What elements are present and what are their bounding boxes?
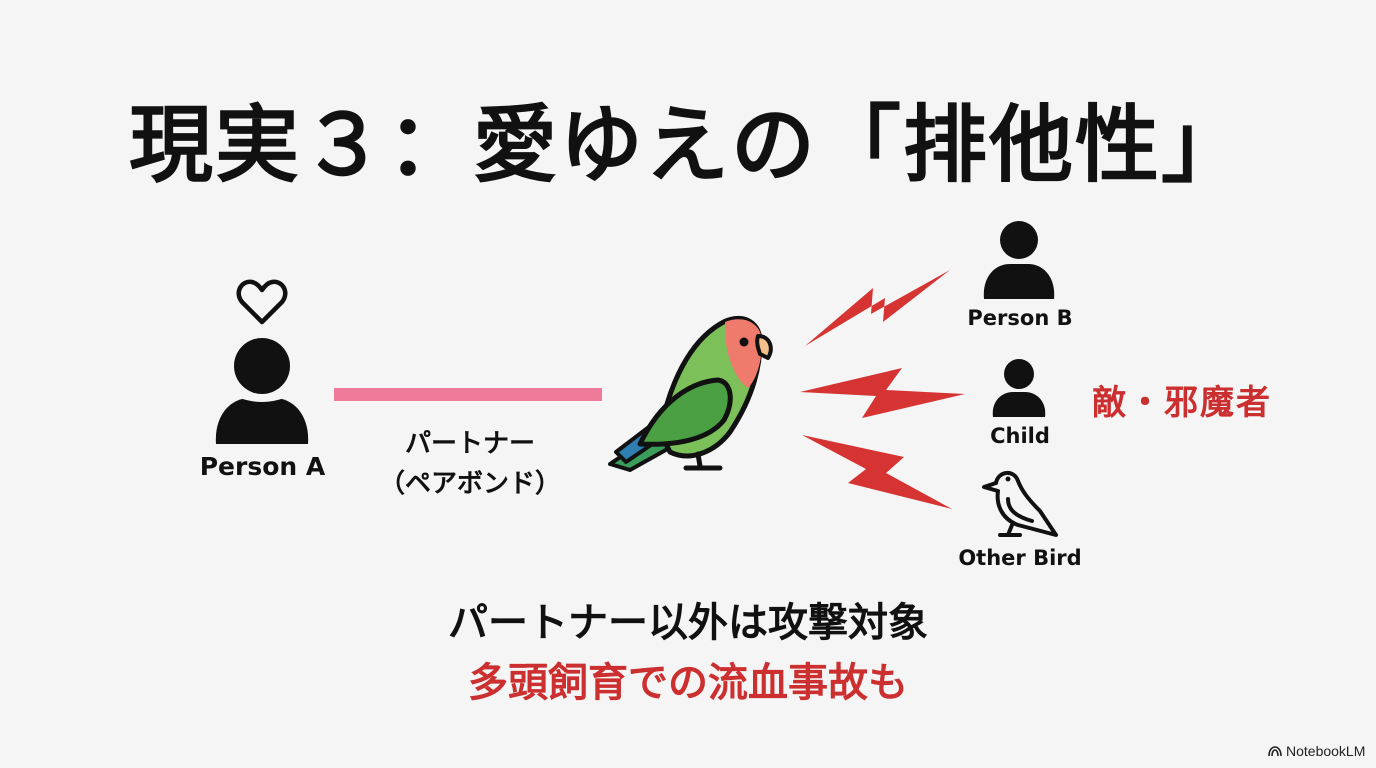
lightning-bolt-icon — [805, 270, 950, 346]
bottom-statement: パートナー以外は攻撃対象 — [448, 600, 928, 646]
slide-title: 現実３：愛ゆえの「排他性」 — [128, 96, 1247, 194]
brand-watermark: NotebookLM — [1268, 743, 1365, 759]
bottom-warning: 多頭飼育での流血事故も — [468, 660, 908, 706]
child-label: Child — [990, 424, 1050, 448]
bird-outline-icon — [982, 471, 1058, 537]
pair-bond-label-line2: （ペアボンド） — [378, 469, 561, 499]
pair-bond-line — [334, 388, 602, 401]
pair-bond-label: パートナー （ペアボンド） — [340, 424, 600, 504]
notebooklm-logo-icon — [1268, 745, 1282, 756]
person-a-label: Person A — [199, 452, 326, 481]
enemy-label: 敵・邪魔者 — [1092, 383, 1272, 423]
person-b-label: Person B — [967, 306, 1073, 330]
child-icon — [992, 359, 1046, 417]
lightning-bolt-icon — [802, 435, 952, 509]
person-b-icon — [983, 221, 1055, 299]
lightning-bolt-icon — [800, 368, 965, 418]
brand-label: NotebookLM — [1286, 743, 1366, 759]
other-bird-label: Other Bird — [958, 546, 1082, 570]
heart-outline-icon — [236, 279, 288, 325]
person-a-icon — [215, 338, 309, 444]
pair-bond-label-line1: パートナー — [404, 429, 535, 459]
lovebird-icon — [608, 315, 773, 472]
